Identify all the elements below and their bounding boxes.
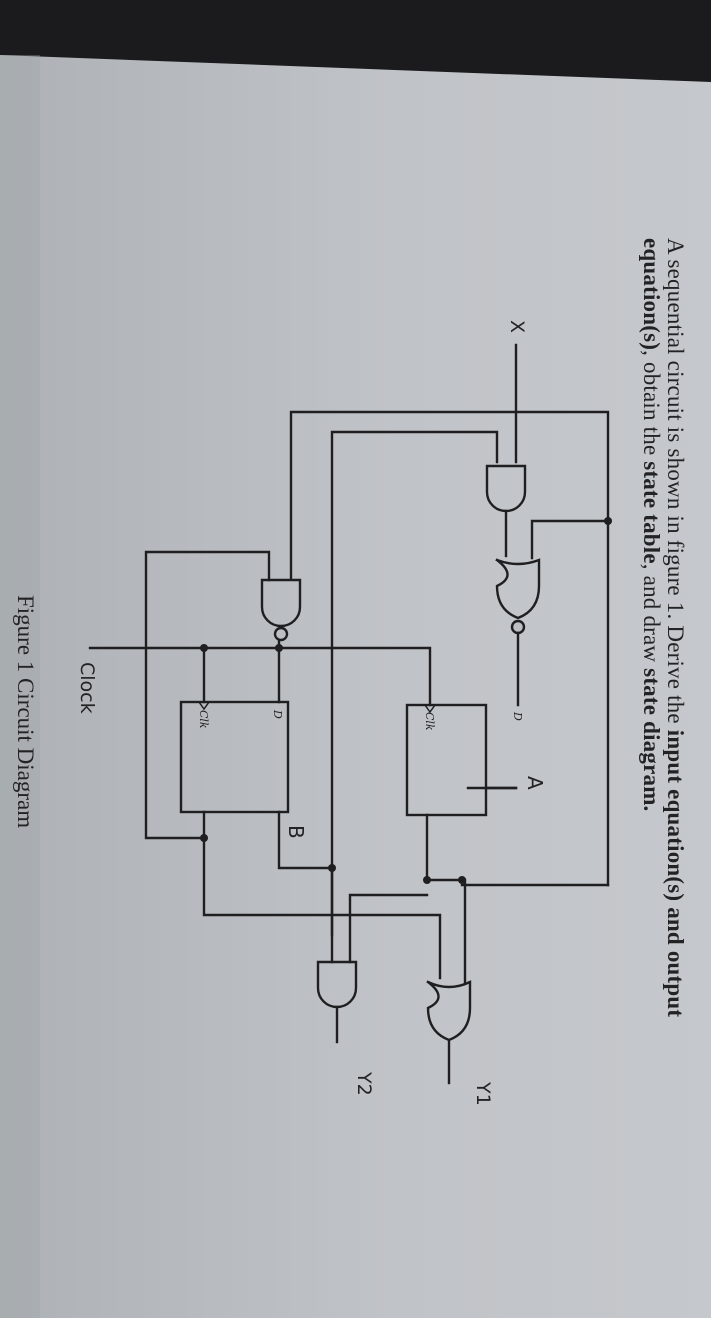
ff-b-d-label: D	[271, 710, 284, 719]
paper-sheet	[0, 55, 711, 1318]
clk-marker-a	[423, 703, 437, 714]
problem-line-1: A sequential circuit is shown in figure …	[662, 238, 688, 1017]
clk-marker-b	[197, 700, 211, 711]
clock-label: Clock	[76, 662, 98, 714]
problem-line2-bold-e: state diagram.	[639, 668, 664, 812]
nand-bubble	[273, 626, 289, 642]
nor-gate	[495, 558, 541, 620]
problem-line2-plain-b: , obtain the	[639, 350, 664, 462]
and-gate-2	[316, 960, 358, 1009]
figure-caption: Figure 1 Circuit Diagram	[13, 595, 38, 829]
and-gate-1	[485, 464, 527, 513]
wire-to-and2	[348, 893, 429, 964]
nand-gate	[260, 578, 302, 628]
problem-line2-plain-d: , and draw	[639, 563, 664, 669]
y1-label: Y1	[472, 1082, 494, 1106]
ff-a-d-label: D	[511, 712, 524, 721]
feedback-wire-inner	[330, 430, 499, 937]
problem-line1-bold: input equation(s) and output	[663, 729, 688, 1018]
circuit-diagram	[88, 343, 612, 1085]
nand-left-input	[144, 550, 271, 840]
junction-dot	[458, 876, 466, 884]
ff-b-q-wire	[277, 810, 334, 870]
problem-line1-plain: A sequential circuit is shown in figure …	[663, 238, 688, 730]
output-b-label: B	[284, 825, 308, 839]
nor-bubble	[510, 619, 526, 635]
ff-b-qbar-wire	[202, 810, 442, 980]
ff-b-clk-label: Clk	[197, 710, 210, 729]
output-a-label: A	[523, 776, 547, 790]
input-x-label: X	[506, 320, 528, 334]
junction-dot	[200, 644, 208, 652]
paper-edge-shadow	[0, 55, 40, 1318]
feedback-wire-outer	[289, 410, 610, 887]
problem-line2-bold-c: state table	[639, 461, 664, 564]
problem-line-2: equation(s), obtain the state table, and…	[638, 238, 664, 812]
junction-dot	[275, 644, 283, 652]
flipflop-a	[405, 703, 488, 817]
junction-dot	[423, 876, 431, 884]
y2-label: Y2	[353, 1072, 375, 1096]
flipflop-b	[179, 700, 290, 814]
junction-dot	[604, 517, 612, 525]
problem-line2-bold-a: equation(s)	[639, 238, 664, 351]
nor-input-wire	[530, 519, 610, 560]
ff-a-clk-label: Clk	[423, 712, 436, 731]
